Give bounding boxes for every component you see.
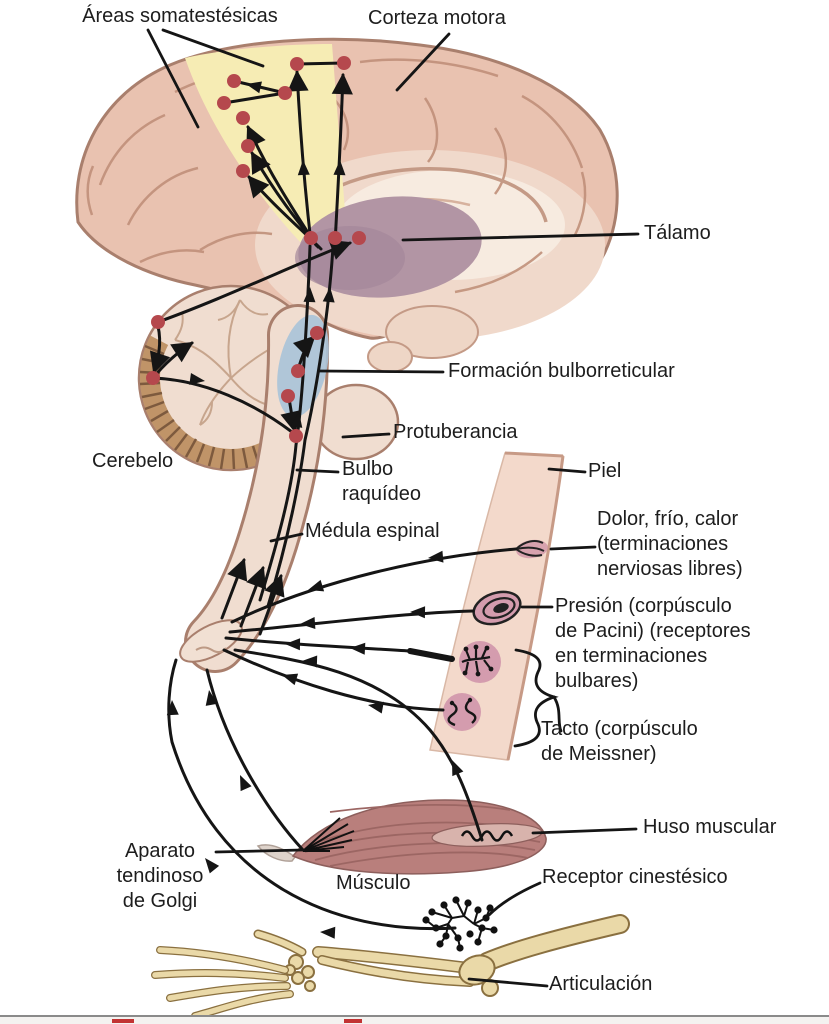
label-huso-muscular: Huso muscular [643,816,777,838]
muscle-tendon [256,844,297,862]
spindle-coil [460,830,514,842]
label-corteza-motora: Corteza motora [368,7,506,29]
label-presion-pacini: Presión (corpúsculo de Pacini) (receptor… [555,595,751,692]
label-bulbo-raquideo: Bulbo raquídeo [342,458,421,505]
label-musculo: Músculo [336,872,411,894]
midbrain-structures [367,305,479,373]
label-medula-espinal: Médula espinal [305,520,440,542]
label-tacto-meissner: Tacto (corpúsculo de Meissner) [541,718,698,765]
label-aparato-golgi: Aparato tendinoso de Golgi [116,840,204,912]
bulbar-endings [459,641,501,683]
label-areas-somatestesicas: Áreas somatestésicas [82,5,278,27]
cerebrum [75,37,619,340]
neural-pathways [149,61,518,939]
neuron-dots [146,56,366,443]
muscle [256,799,547,875]
label-protuberancia: Protuberancia [393,421,518,443]
free-nerve-ending [515,539,548,559]
label-piel: Piel [588,460,622,482]
bottom-strip [0,1015,829,1024]
label-articulacion: Articulación [549,973,653,995]
skin-strip [429,451,565,761]
label-talamo: Tálamo [644,222,711,244]
elbow-joint [458,954,496,986]
arm-skeleton [151,914,630,1020]
pacinian-corpuscle [472,590,522,626]
pointer-lines [146,28,640,988]
label-formacion-bulborreticular: Formación bulborreticular [448,360,675,382]
golgi-tendon-organ [302,817,355,852]
hand-bones [151,929,316,1020]
label-dolor-frio-calor: Dolor, frío, calor (terminaciones nervio… [597,508,743,580]
meissner-corpuscle [443,693,481,731]
kinesthetic-receptor [422,896,498,952]
label-cerebelo: Cerebelo [92,450,174,472]
gyri-lines [86,58,587,294]
label-receptor-cinestesico: Receptor cinestésico [542,866,728,888]
